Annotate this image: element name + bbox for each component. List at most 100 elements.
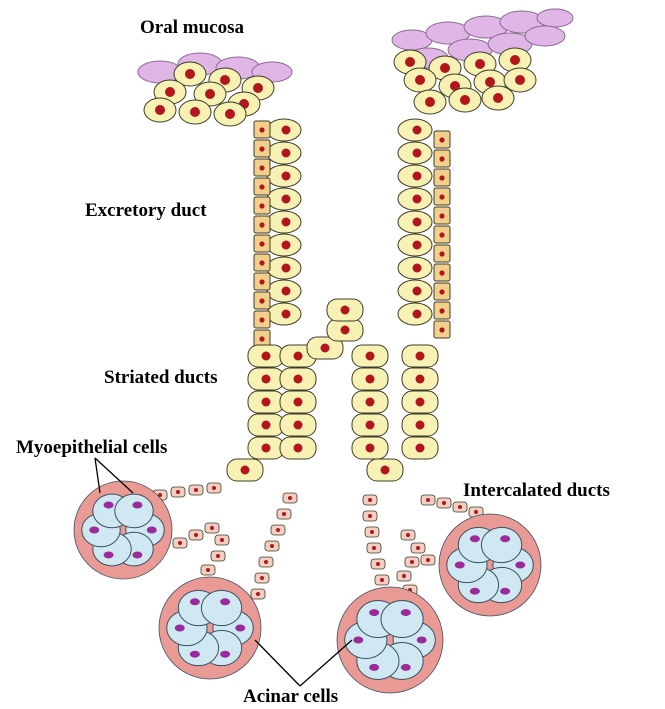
nucleus — [439, 156, 444, 161]
nucleus — [259, 298, 264, 303]
nucleus — [262, 352, 271, 361]
acinar-nucleus — [455, 562, 465, 569]
nucleus — [288, 496, 292, 500]
nucleus — [413, 218, 422, 227]
nucleus — [165, 87, 175, 97]
nucleus — [474, 510, 478, 514]
nucleus — [372, 546, 376, 550]
nucleus — [282, 149, 291, 158]
acinar-nucleus — [132, 502, 142, 509]
nucleus — [439, 270, 444, 275]
nucleus — [402, 574, 406, 578]
nucleus — [510, 55, 520, 65]
nucleus — [341, 326, 350, 335]
nucleus — [416, 546, 420, 550]
excretory-duct-left-wall — [254, 119, 301, 347]
acinar-nucleus — [190, 651, 200, 658]
nucleus — [439, 194, 444, 199]
nucleus — [413, 264, 422, 273]
nucleus — [376, 562, 380, 566]
acinar-nucleus — [500, 535, 510, 542]
nucleus — [406, 533, 410, 537]
nucleus — [493, 93, 503, 103]
nucleus — [264, 560, 268, 564]
nucleus — [380, 578, 384, 582]
nucleus — [416, 398, 425, 407]
nucleus — [260, 576, 264, 580]
nucleus — [282, 218, 291, 227]
nucleus — [194, 533, 198, 537]
nucleus — [439, 175, 444, 180]
acinar-nucleus — [89, 527, 99, 534]
nucleus — [294, 398, 303, 407]
acinar-nucleus — [104, 551, 114, 558]
acinar-nucleus — [470, 535, 480, 542]
nucleus — [416, 421, 425, 430]
nucleus — [256, 592, 260, 596]
nucleus — [185, 69, 195, 79]
nucleus — [440, 63, 450, 73]
acinar-nucleus — [401, 609, 411, 616]
nucleus — [368, 498, 372, 502]
nucleus — [276, 528, 280, 532]
nucleus — [241, 466, 250, 475]
nucleus — [262, 444, 271, 453]
nucleus — [366, 444, 375, 453]
mucosa-squamous-cell — [525, 26, 565, 46]
nucleus — [155, 105, 165, 115]
nucleus — [178, 541, 182, 545]
nucleus — [366, 398, 375, 407]
acinar-nucleus — [401, 664, 411, 671]
nucleus — [416, 352, 425, 361]
acinar-cell — [381, 601, 423, 638]
nucleus — [259, 184, 264, 189]
nucleus — [439, 327, 444, 332]
oral-mucosa-right — [392, 9, 573, 114]
nucleus — [220, 75, 230, 85]
acinar-nucleus — [353, 637, 363, 644]
nucleus — [210, 526, 214, 530]
nucleus — [415, 75, 425, 85]
nucleus — [442, 501, 446, 505]
nucleus — [366, 375, 375, 384]
nucleus — [212, 486, 216, 490]
nucleus — [416, 444, 425, 453]
acinar-cell — [201, 590, 241, 625]
nucleus — [220, 538, 224, 542]
nucleus — [368, 514, 372, 518]
acinar-nucleus — [220, 651, 230, 658]
nucleus — [282, 126, 291, 135]
nucleus — [259, 317, 264, 322]
acinar-nucleus — [470, 588, 480, 595]
acinar-nucleus — [132, 551, 142, 558]
nucleus — [294, 421, 303, 430]
nucleus — [282, 512, 286, 516]
nucleus — [439, 251, 444, 256]
nucleus — [294, 444, 303, 453]
nucleus — [225, 109, 235, 119]
acinar-cell — [115, 494, 153, 528]
nucleus — [270, 544, 274, 548]
nucleus — [190, 107, 200, 117]
nucleus — [205, 89, 215, 99]
mucosa-squamous-cell — [537, 9, 573, 27]
acinar-nucleus — [147, 527, 157, 534]
nucleus — [321, 344, 330, 353]
nucleus — [282, 310, 291, 319]
nucleus — [259, 146, 264, 151]
nucleus — [282, 195, 291, 204]
acinar-leader-1 — [255, 640, 300, 686]
nucleus — [475, 59, 485, 69]
nucleus — [485, 77, 495, 87]
nucleus — [460, 95, 470, 105]
acinar-nucleus — [235, 625, 245, 632]
nucleus — [259, 279, 264, 284]
acinar-nucleus — [220, 598, 230, 605]
label-excretory-duct: Excretory duct — [85, 200, 207, 221]
nucleus — [262, 398, 271, 407]
nucleus — [413, 172, 422, 181]
nucleus — [426, 498, 430, 502]
nucleus — [439, 232, 444, 237]
nucleus — [413, 287, 422, 296]
